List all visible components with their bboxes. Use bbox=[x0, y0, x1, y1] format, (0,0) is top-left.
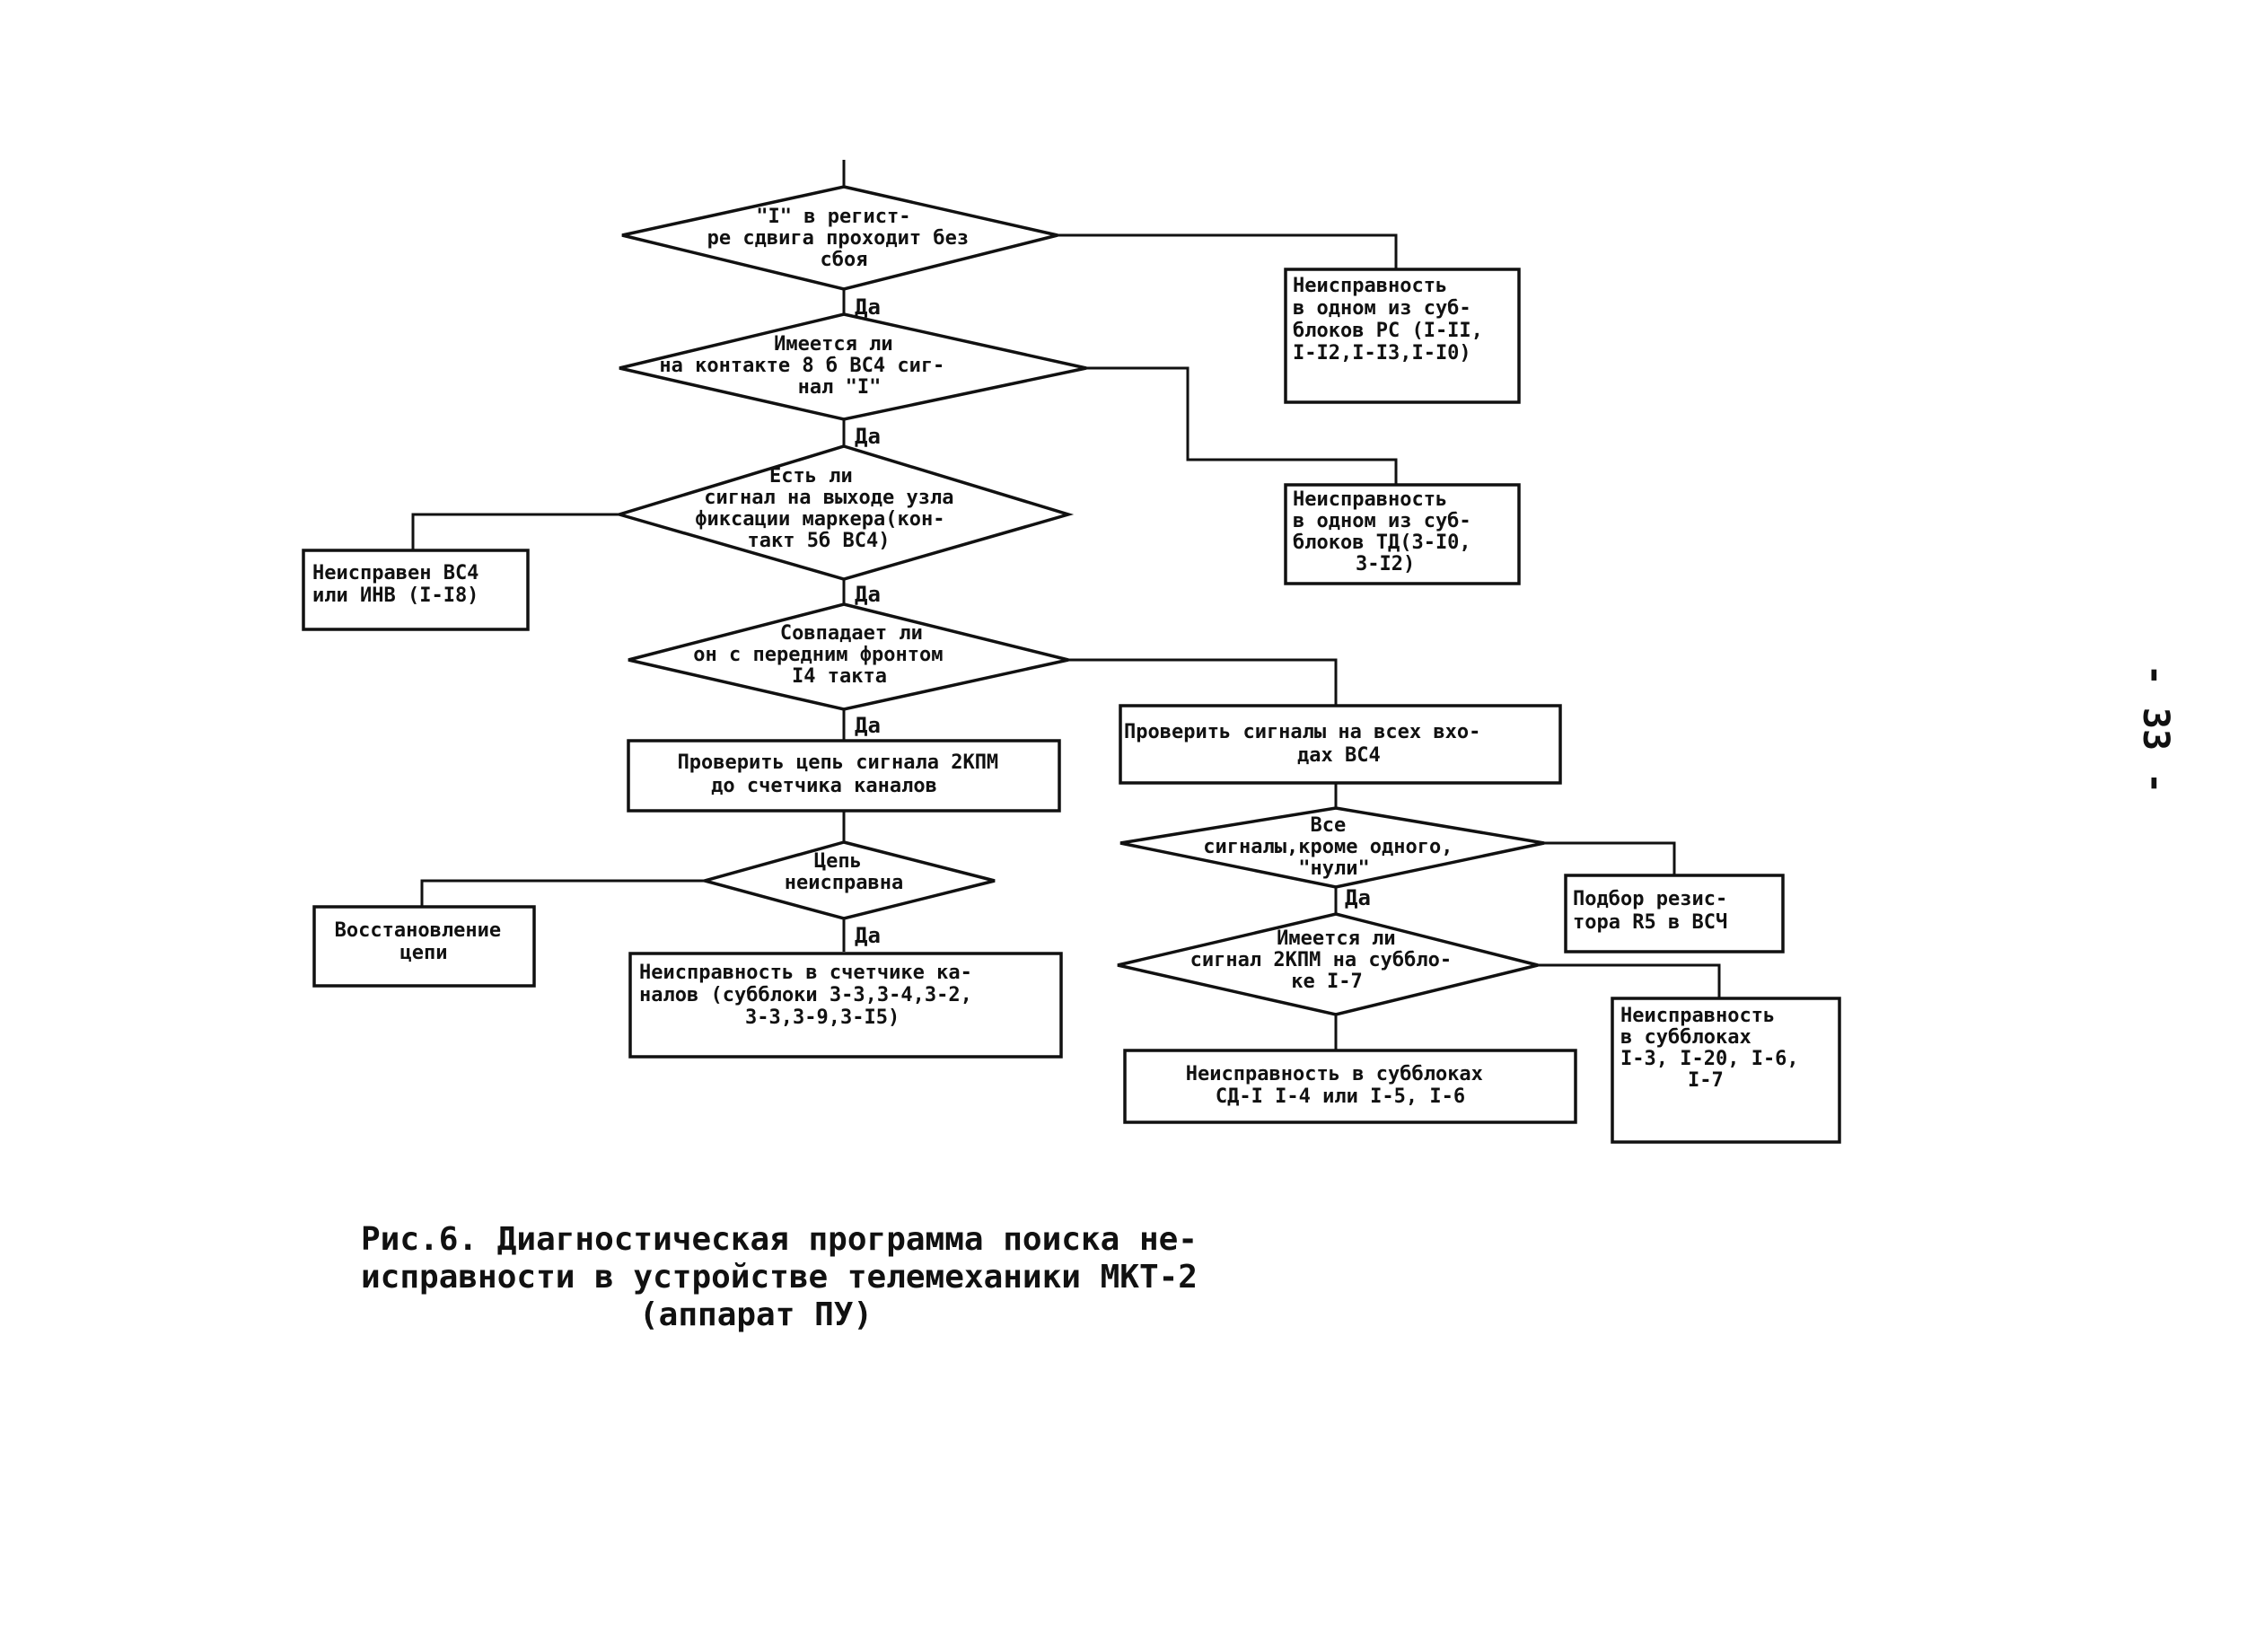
decision-shift-register bbox=[621, 185, 1058, 291]
decision-front-edge-match-text: Совпадает ли он с передним фронтом I4 та… bbox=[693, 622, 954, 688]
result-box-vs4-inv-text: Неисправен ВС4 или ИНВ (I-I8) bbox=[312, 562, 491, 607]
result-box-vs4-inv bbox=[302, 549, 530, 631]
result-box-restore-circuit bbox=[312, 905, 536, 988]
result-box-channel-counter bbox=[628, 952, 1063, 1059]
result-box-td-subblocks bbox=[1284, 483, 1521, 585]
decision-2kpm-signal-text: Имеется ли сигнал 2КПМ на суббло- ке I-7 bbox=[1190, 927, 1464, 993]
process-box-check-2kpm-text: Проверить цепь сигнала 2КПМ до счетчика … bbox=[678, 751, 1011, 797]
decision-all-signals-zero bbox=[1119, 806, 1545, 889]
result-box-sd-subblocks bbox=[1123, 1049, 1577, 1124]
result-box-restore-circuit-text: Восстановление цепи bbox=[335, 919, 514, 964]
yes-label: Да bbox=[1345, 885, 1371, 910]
decision-front-edge-match bbox=[628, 602, 1069, 711]
result-box-resistor-r5-text: Подбор резис- тора R5 в ВСЧ bbox=[1573, 888, 1739, 934]
yes-label: Да bbox=[855, 713, 881, 738]
decision-circuit-faulty bbox=[698, 840, 996, 920]
result-box-resistor-r5 bbox=[1564, 874, 1785, 953]
decision-marker-output-signal-text: Есть ли сигнал на выходе узла фиксации м… bbox=[695, 465, 965, 552]
decision-all-signals-zero-text: Все сигналы,кроме одного, "нули" bbox=[1203, 814, 1464, 880]
page-number: - 33 - bbox=[2135, 664, 2176, 795]
yes-label: Да bbox=[855, 923, 881, 948]
decision-contact-8b-signal-text: Имеется ли на контакте 8 б ВС4 сиг- нал … bbox=[659, 333, 956, 399]
connectors bbox=[411, 160, 1721, 1050]
result-box-subblocks-i3-i20-text: Неисправность в субблоках I-3, I-20, I-6… bbox=[1620, 1005, 1811, 1092]
decision-circuit-faulty-text: Цепь неисправна bbox=[785, 850, 903, 894]
decision-2kpm-signal bbox=[1117, 912, 1539, 1016]
result-box-subblocks-i3-i20 bbox=[1611, 997, 1841, 1144]
result-box-rs-subblocks-text: Неисправность в одном из суб- блоков РС … bbox=[1293, 275, 1495, 365]
decision-shift-register-text: "I" в регист- ре сдвига проходит без сбо… bbox=[707, 206, 981, 271]
decision-marker-output-signal bbox=[613, 444, 1075, 581]
process-box-check-2kpm bbox=[627, 739, 1061, 813]
process-box-check-vs4-inputs-text: Проверить сигналы на всех вхо- дах ВС4 bbox=[1124, 721, 1493, 767]
result-box-td-subblocks-text: Неисправность в одном из суб- блоков ТД(… bbox=[1293, 488, 1483, 576]
yes-label: Да bbox=[855, 294, 881, 320]
result-box-sd-subblocks-text: Неисправность в субблоках СД-I I-4 или I… bbox=[1186, 1063, 1495, 1108]
yes-label: Да bbox=[855, 582, 881, 607]
figure-caption: Рис.6. Диагностическая программа поиска … bbox=[361, 1221, 1217, 1333]
decision-contact-8b-signal bbox=[619, 312, 1087, 421]
yes-label: Да bbox=[855, 424, 881, 449]
result-box-channel-counter-text: Неисправность в счетчике ка- налов (субб… bbox=[639, 962, 984, 1029]
process-box-check-vs4-inputs bbox=[1119, 704, 1562, 785]
result-box-rs-subblocks bbox=[1284, 268, 1521, 404]
